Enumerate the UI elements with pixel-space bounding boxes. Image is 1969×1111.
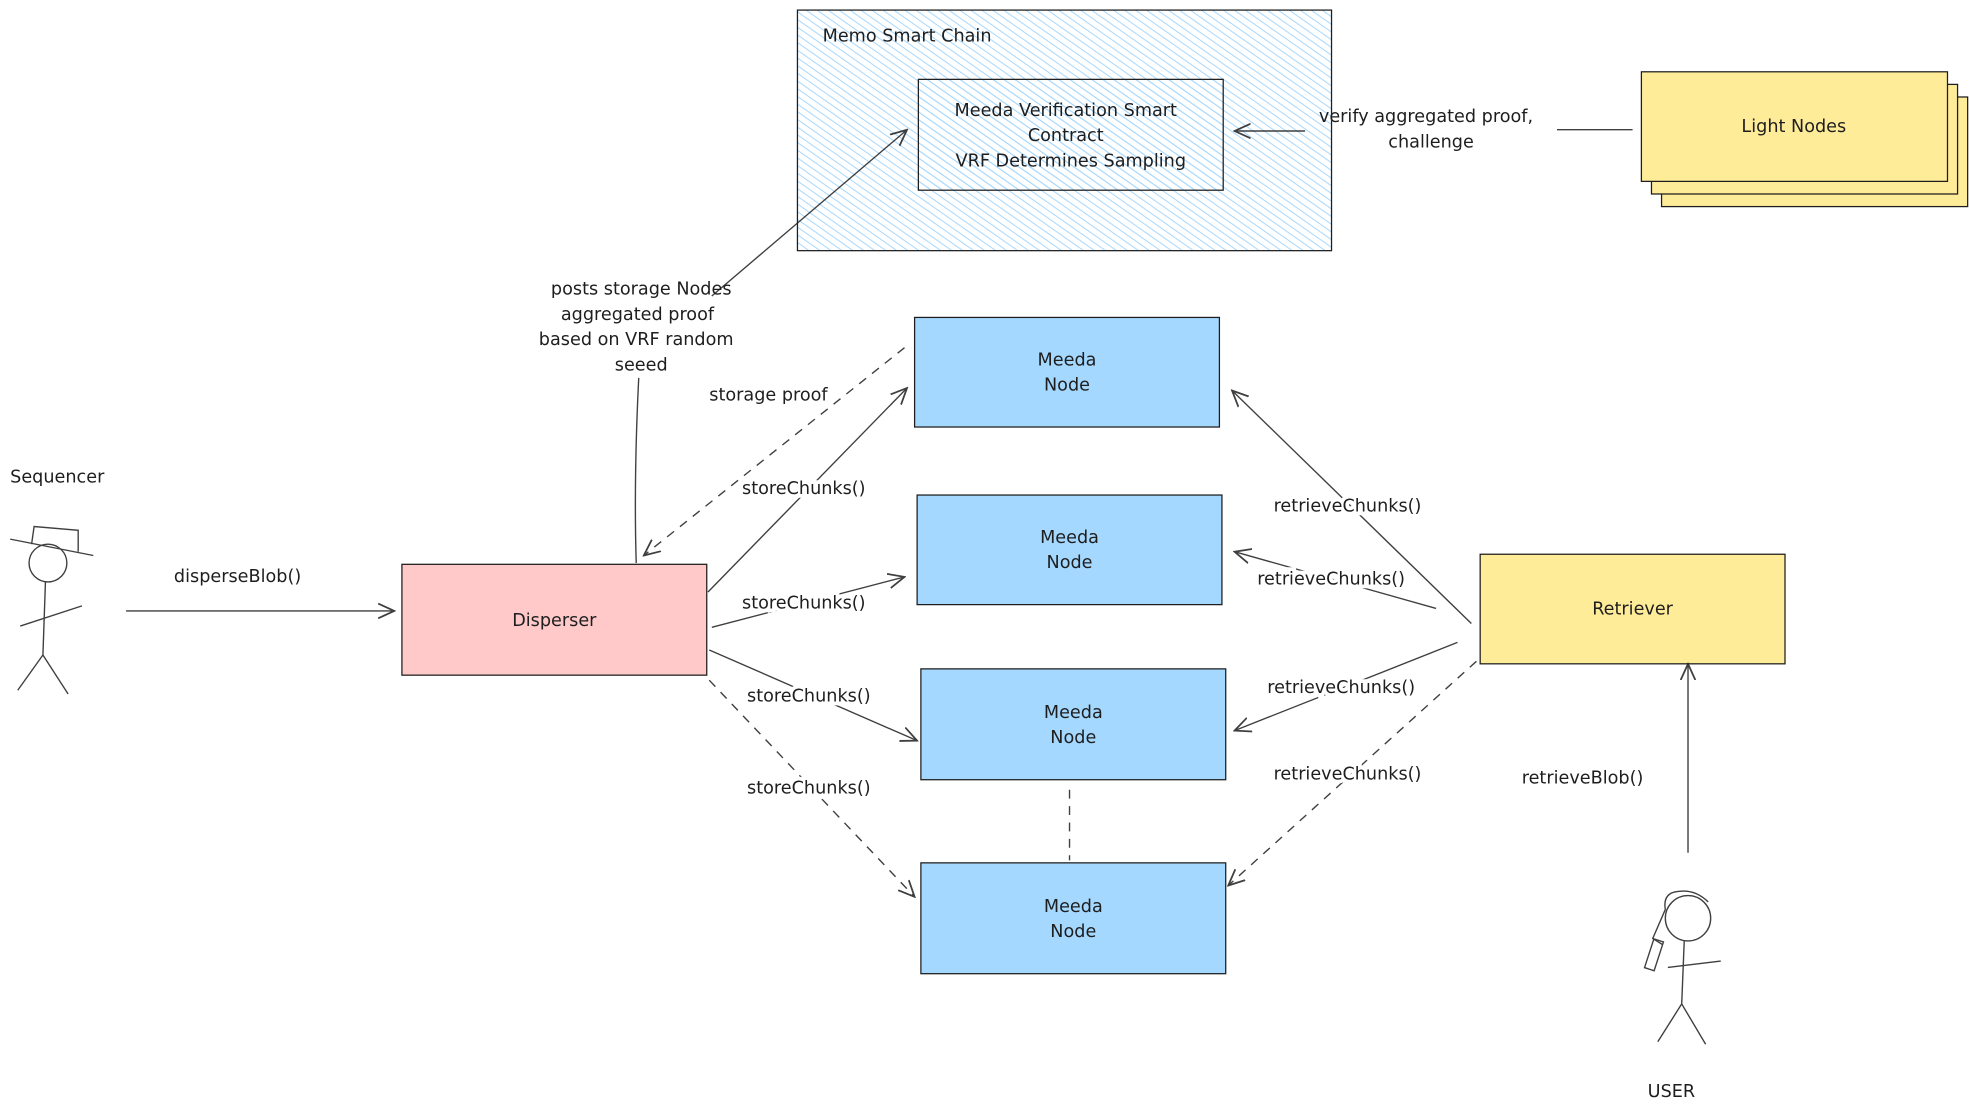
store-label-3: storeChunks() [747, 687, 871, 707]
post-proof-line-1: posts storage Nodes [551, 280, 732, 300]
node-label: Meeda [1038, 350, 1097, 370]
storage-proof-arrow [644, 347, 905, 556]
verification-contract[interactable]: Meeda Verification Smart Contract VRF De… [917, 78, 1224, 191]
retrieve-arrow-1 [1232, 390, 1472, 625]
post-proof-line-2: aggregated proof [561, 305, 715, 325]
meeda-node-3[interactable]: Meeda Node [920, 668, 1227, 781]
contract-line-3: VRF Determines Sampling [956, 151, 1187, 171]
post-proof-arrow [711, 130, 907, 297]
light-nodes-label: Light Nodes [1741, 117, 1846, 137]
store-arrow-4 [708, 679, 914, 897]
meeda-node-2[interactable]: Meeda Node [916, 494, 1223, 606]
node-label: Node [1047, 553, 1093, 573]
disperser-label: Disperser [512, 611, 597, 631]
node-label: Meeda [1044, 703, 1103, 723]
meeda-node-1[interactable]: Meeda Node [913, 316, 1221, 428]
node-label: Node [1050, 922, 1096, 942]
post-proof-line-4: seeed [615, 355, 668, 375]
store-arrow-3 [708, 649, 917, 741]
light-nodes[interactable]: Light Nodes [1640, 71, 1969, 208]
storage-proof-label: storage proof [709, 386, 828, 406]
contract-line-1: Meeda Verification Smart [955, 101, 1178, 121]
meeda-node-4[interactable]: Meeda Node [920, 862, 1227, 975]
store-arrow-1 [707, 388, 907, 593]
retrieve-label-1: retrieveChunks() [1274, 496, 1422, 516]
contract-line-2: Contract [1028, 126, 1104, 146]
retrieve-arrow-2 [1235, 552, 1437, 610]
verify-label-1: verify aggregated proof, [1319, 107, 1533, 127]
node-label: Meeda [1044, 897, 1103, 917]
retrieve-arrow-4 [1228, 660, 1477, 885]
post-proof-edge [634, 377, 640, 564]
retriever[interactable]: Retriever [1479, 553, 1786, 665]
disperser[interactable]: Disperser [401, 563, 708, 676]
store-label-1: storeChunks() [742, 479, 866, 499]
node-label: Meeda [1040, 528, 1099, 548]
chain-title: Memo Smart Chain [823, 27, 992, 47]
retriever-label: Retriever [1592, 600, 1673, 620]
store-label-2: storeChunks() [742, 593, 866, 613]
retrieve-label-3: retrieveChunks() [1267, 678, 1415, 698]
retrieve-arrow-3 [1235, 641, 1458, 730]
store-arrow-2 [711, 577, 905, 628]
node-label: Node [1044, 375, 1090, 395]
retrieve-blob-label: retrieveBlob() [1522, 768, 1644, 788]
verify-label-2: challenge [1388, 132, 1474, 152]
user-actor-icon [1643, 890, 1721, 1045]
sequencer-actor-icon [10, 525, 94, 695]
store-label-4: storeChunks() [747, 779, 871, 799]
disperse-label: disperseBlob() [174, 567, 301, 587]
sequencer-label: Sequencer [10, 467, 105, 487]
retrieve-label-4: retrieveChunks() [1274, 765, 1422, 785]
retrieve-label-2: retrieveChunks() [1257, 569, 1405, 589]
node-label: Node [1050, 728, 1096, 748]
user-label: USER [1648, 1082, 1695, 1102]
post-proof-line-3: based on VRF random [539, 330, 734, 350]
